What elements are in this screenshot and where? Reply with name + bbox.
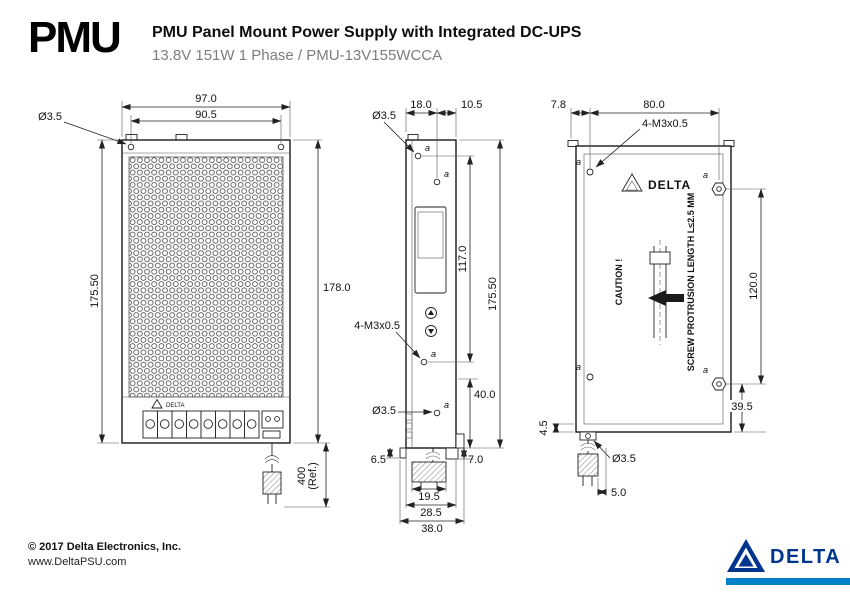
dim-front-width-outer: 97.0 [195,93,216,105]
page-subtitle: 13.8V 151W 1 Phase / PMU-13V155WCCA [152,47,443,64]
dim-side-bottom-left: 6.5 [371,454,386,466]
side-body-outline [405,139,457,449]
hole-label: a [576,157,581,167]
front-mount-hole-left [127,143,135,151]
hole-label: a [703,170,708,180]
footer: © 2017 Delta Electronics, Inc. www.Delta… [28,540,181,570]
front-delta-logo-icon [151,398,163,409]
dim-back-plug: 5.0 [611,487,626,499]
dim-side-height-low: 40.0 [474,389,495,401]
delta-logo: DELTA [726,538,850,586]
dim-back-top-a: 7.8 [551,99,566,111]
back-screw-note: 4-M3x0.5 [642,118,688,130]
back-delta-logo-text: DELTA [648,178,691,192]
aux-connector [261,410,284,429]
back-screw-hole [586,168,594,176]
dim-front-height-right: 178.0 [323,282,351,294]
dim-back-bottom-left: 4.5 [538,420,550,435]
hole-label: a [444,400,449,410]
display-window [414,206,447,294]
back-body-outline [575,145,732,433]
front-wire-plug [262,471,282,495]
back-wire-hole [585,433,591,439]
dim-wire-length: 400 [296,467,308,485]
dim-mask [728,400,756,412]
back-view: a a a a DELTA CAUTION ! SCREW PROTRUSION… [567,140,735,486]
website-link[interactable]: www.DeltaPSU.com [28,555,127,568]
front-view: DELTA [121,134,291,504]
back-wire-plug [577,453,599,477]
back-delta-logo-icon [621,173,643,192]
dim-wire-length-ref: (Ref.) [307,462,319,490]
dim-side-height-total: 175.50 [487,277,499,311]
hole-label: a [431,349,436,359]
mount-bracket [648,240,684,345]
brand-bar [726,578,850,585]
side-view: a a a a [399,134,465,490]
down-arrow-icon [428,329,434,334]
caution-note: CAUTION ! [614,259,624,306]
protrusion-note: SCREW PROTRUSION LENGTH L≤2.5 MM [686,193,696,371]
copyright-text: © 2017 Delta Electronics, Inc. [28,541,182,553]
hole-label: a [444,169,449,179]
dim-side-hole-bottom: Ø3.5 [372,405,396,417]
back-screw-hole [586,373,594,381]
dim-back-height-low: 39.5 [731,401,752,413]
side-screw-hole [420,358,428,366]
dim-side-height-mid: 117.0 [457,246,469,273]
page-title: PMU Panel Mount Power Supply with Integr… [152,24,582,41]
front-mount-hole-right [277,143,285,151]
dim-front-height-left: 175.50 [89,274,101,308]
dim-back-hole-dia: Ø3.5 [612,453,636,465]
dim-side-top-a: 18.0 [410,99,431,111]
up-arrow-icon [428,310,434,315]
side-dimensions: 18.0 10.5 Ø3.5 4-M3x0.5 Ø3.5 117.0 175.5… [354,99,504,535]
side-screw-note: 4-M3x0.5 [354,320,400,332]
dim-side-bottom-right: 7.0 [468,454,483,466]
front-delta-logo-text: DELTA [166,403,184,409]
hole-label: a [576,362,581,372]
dim-side-hole-top: Ø3.5 [372,110,396,122]
back-mount-tab [567,140,579,147]
terminal-block [142,410,260,439]
delta-triangle-icon [727,539,765,572]
side-output-wire [411,448,447,490]
dim-back-top-b: 80.0 [643,99,664,111]
side-screw-hole [433,409,441,417]
ventilation-grille [128,156,284,398]
back-output-wire [577,431,599,486]
side-wire-plug [411,461,447,483]
side-screw-hole [414,152,422,160]
dim-side-depth-b: 28.5 [420,507,441,519]
dim-back-height-mid: 120.0 [748,272,760,300]
dim-front-width-inner: 90.5 [195,109,216,121]
hole-label: a [425,143,430,153]
hole-label: a [703,365,708,375]
pmu-logo: PMU [28,13,122,62]
dim-front-hole-dia: Ø3.5 [38,111,62,123]
side-screw-hole [433,178,441,186]
back-dimensions: 7.8 80.0 4-M3x0.5 120.0 39.5 4.5 Ø3.5 5.… [538,99,766,499]
delta-wordmark: DELTA [770,546,842,568]
front-output-wire [262,443,282,504]
header: PMU Panel Mount Power Supply with Integr… [152,24,581,64]
dim-side-depth-a: 19.5 [418,491,439,503]
dim-side-depth-total: 38.0 [421,523,442,535]
front-dimensions: 97.0 90.5 Ø3.5 175.50 178.0 400 (Ref.) [38,93,351,508]
dim-side-top-b: 10.5 [461,99,482,111]
